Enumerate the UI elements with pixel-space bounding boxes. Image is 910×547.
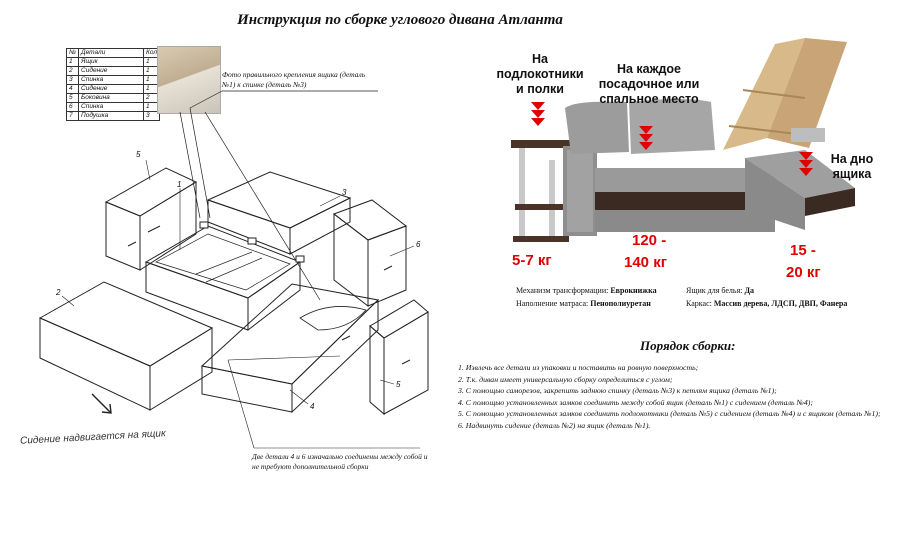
spec-frame: Каркас: Массив дерева, ЛДСП, ДВП, Фанера: [686, 299, 847, 308]
part-label-5-left: 5: [136, 150, 141, 159]
cell: 3: [143, 111, 161, 121]
order-step: 6. Надвинуть сидение (деталь №2) на ящик…: [458, 420, 651, 430]
cell: 7: [65, 111, 80, 121]
spec-mechanism: Механизм трансформации: Еврокнижка: [516, 286, 657, 295]
part-label-4: 4: [310, 402, 315, 411]
armrest-load-label: На подлокотники и полки: [496, 52, 584, 96]
spec-filling: Наполнение матраса: Пенополиуретан: [516, 299, 651, 308]
spec-filling-value: Пенополиуретан: [590, 299, 651, 308]
assembly-drawing: [38, 90, 429, 449]
page-title: Инструкция по сборке углового дивана Атл…: [237, 12, 563, 28]
box-load-value-2: 20 кг: [786, 264, 821, 281]
sofa-image: [511, 38, 855, 242]
spec-box-value: Да: [744, 286, 754, 295]
order-step: 2. Т.к. диван имеет универсальную сборку…: [458, 374, 673, 384]
order-step: 3. С помощью саморезов, закрепить заднюю…: [458, 386, 777, 395]
cell: Подушка: [78, 111, 145, 121]
part-label-5-right: 5: [396, 380, 401, 389]
spec-box: Ящик для белья: Да: [686, 286, 754, 295]
order-step: 1. Извлечь все детали из упаковки и пост…: [458, 363, 699, 372]
connected-note: Две детали 4 и 6 изначально соединены ме…: [252, 452, 428, 471]
spec-mechanism-value: Еврокнижка: [610, 286, 657, 295]
seat-load-value-2: 140 кг: [624, 254, 667, 271]
order-step: 5. С помощью установленных замков соедин…: [458, 409, 881, 418]
photo-caption: Фото правильного крепления ящика (деталь…: [222, 70, 366, 89]
box-load-label: На дно ящика: [830, 152, 874, 181]
part-label-2: 2: [56, 288, 61, 297]
order-step: 4. С помощью установленных замков соедин…: [458, 397, 813, 407]
spec-filling-label: Наполнение матраса:: [516, 299, 589, 308]
part-label-6: 6: [416, 240, 421, 249]
spec-box-label: Ящик для белья:: [686, 286, 743, 295]
part-label-3: 3: [342, 188, 347, 197]
spec-frame-value: Массив дерева, ЛДСП, ДВП, Фанера: [713, 299, 848, 308]
order-steps: 1. Извлечь все детали из упаковки и пост…: [458, 362, 903, 431]
box-load-value-1: 15 -: [790, 242, 816, 259]
part-label-1: 1: [177, 180, 182, 189]
order-title: Порядок сборки:: [640, 338, 736, 353]
seat-load-value-1: 120 -: [632, 232, 667, 249]
spec-frame-label: Каркас:: [686, 299, 712, 308]
armrest-load-value: 5-7 кг: [512, 252, 552, 269]
seat-load-label: На каждое посадочное или спальное место: [598, 62, 700, 106]
spec-mechanism-label: Механизм трансформации:: [516, 286, 609, 295]
mount-photo: [157, 46, 221, 114]
